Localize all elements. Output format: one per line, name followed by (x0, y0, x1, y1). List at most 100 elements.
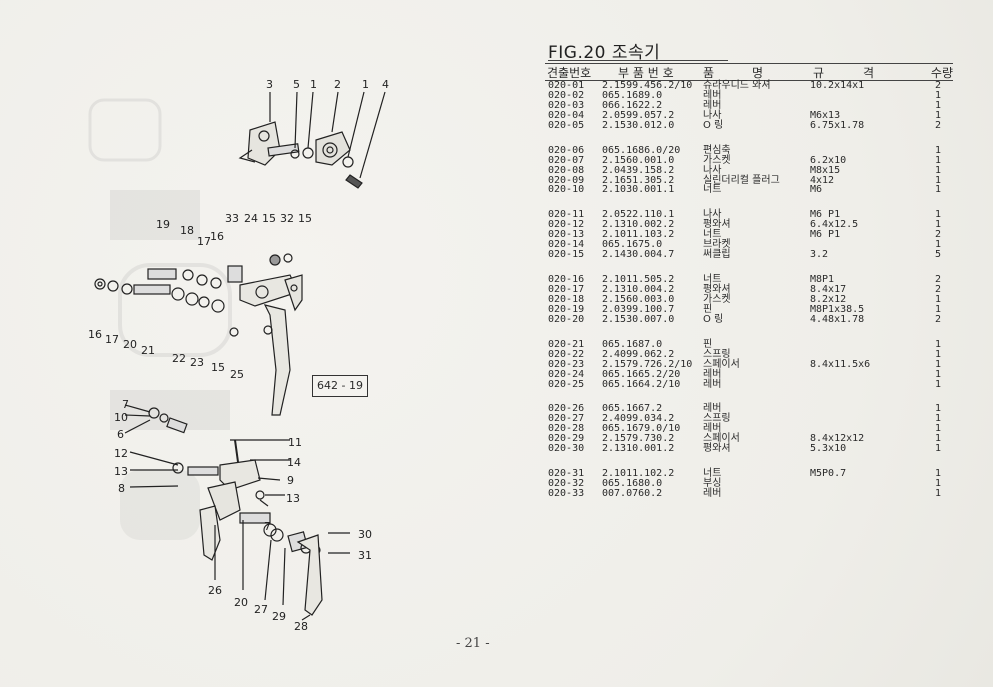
spec-cell: 3.2 (810, 249, 829, 261)
qty-cell: 2 (934, 274, 941, 286)
part-no-cell: 2.1599.456.2/10 (602, 80, 693, 91)
ref-no-cell: 020-21 (548, 338, 585, 350)
part-no-cell: 2.1579.730.2 (602, 433, 675, 445)
ref-no-cell: 020-06 (548, 144, 585, 156)
part-no-cell: 2.0439.158.2 (602, 164, 675, 176)
part-name-cell: 슈라우디드 와셔 (703, 80, 771, 91)
group-spacer (548, 325, 953, 340)
spec-cell: 8.4x12x12 (810, 433, 865, 445)
spec-cell: M8P1x38.5 (810, 303, 865, 315)
ref-no-cell: 020-09 (548, 174, 585, 186)
qty-cell: 1 (934, 358, 941, 370)
part-name-cell: 평와셔 (703, 443, 731, 455)
header-name-1: 품 (703, 66, 715, 80)
part-no-cell: 2.4099.062.2 (602, 348, 675, 360)
ref-no-cell: 020-15 (548, 249, 585, 261)
callout-label: 15 (211, 361, 225, 374)
callout-label: 11 (288, 436, 302, 449)
part-no-cell: 007.0760.2 (602, 488, 663, 499)
group-spacer (548, 260, 953, 275)
group-spacer (548, 454, 953, 469)
title-underline (548, 60, 728, 61)
qty-cell: 1 (934, 468, 941, 480)
part-no-cell: 065.1687.0 (602, 338, 663, 350)
callout-label: 17 (105, 333, 119, 346)
part-name-cell: 편심축 (703, 144, 731, 156)
ref-no-cell: 020-29 (548, 433, 585, 445)
part-name-cell: 핀 (703, 303, 713, 315)
ref-no-cell: 020-20 (548, 313, 585, 325)
callout-label: 2 (334, 78, 341, 91)
callout-label: 8 (118, 482, 125, 495)
part-name-cell: 부싱 (703, 478, 722, 490)
part-no-cell: 066.1622.2 (602, 99, 663, 111)
part-no-cell: 2.1530.007.0 (602, 313, 675, 325)
ref-no-cell: 020-12 (548, 219, 585, 231)
part-no-cell: 2.1530.012.0 (602, 119, 675, 131)
part-name-cell: 가스켓 (703, 154, 731, 166)
qty-cell: 1 (934, 443, 941, 455)
figure-title: FIG.20 조속기 (548, 43, 661, 63)
part-no-cell: 2.1011.103.2 (602, 229, 675, 241)
callout-label: 30 (358, 528, 372, 541)
part-no-cell: 2.4099.034.2 (602, 413, 675, 425)
part-no-cell: 2.1560.003.0 (602, 293, 675, 305)
callout-label: 27 (254, 603, 268, 616)
part-no-cell: 2.1011.102.2 (602, 468, 675, 480)
callout-label: 13 (286, 492, 300, 505)
qty-cell: 1 (934, 378, 941, 390)
ref-no-cell: 020-30 (548, 443, 585, 455)
ref-no-cell: 020-31 (548, 468, 585, 480)
qty-cell: 1 (934, 293, 941, 305)
part-name-cell: 너트 (703, 184, 722, 196)
part-no-cell: 065.1664.2/10 (602, 378, 681, 390)
spec-cell: 6.75x1.78 (810, 119, 865, 131)
spec-cell: M6 P1 (810, 229, 841, 241)
ref-no-cell: 020-32 (548, 478, 585, 490)
part-name-cell: 스프링 (703, 348, 731, 360)
ref-no-cell: 020-27 (548, 413, 585, 425)
qty-cell: 1 (934, 368, 941, 380)
part-name-cell: 나사 (703, 164, 722, 176)
spec-cell: 6.4x12.5 (810, 219, 859, 231)
callout-label: 16 (210, 230, 224, 243)
spec-cell: M5P0.7 (810, 468, 847, 480)
spec-cell: M6 (810, 184, 823, 196)
exploded-parts-diagram (94, 91, 386, 621)
part-name-cell: 평와셔 (703, 284, 731, 295)
ref-no-cell: 020-02 (548, 89, 585, 101)
part-name-cell: 스페이서 (703, 433, 740, 445)
part-no-cell: 2.1560.001.0 (602, 154, 675, 166)
ref-no-cell: 020-16 (548, 274, 585, 286)
qty-cell: 1 (934, 303, 941, 315)
qty-cell: 1 (934, 89, 941, 101)
callout-label: 13 (114, 465, 128, 478)
qty-cell: 5 (934, 249, 941, 261)
callout-label: 24 (244, 212, 258, 225)
spec-cell: 6.2x10 (810, 154, 847, 166)
part-no-cell: 2.1011.505.2 (602, 274, 675, 286)
header-spec-2: 격 (863, 66, 875, 80)
callout-label: 19 (156, 218, 170, 231)
ref-no-cell: 020-33 (548, 488, 585, 499)
qty-cell: 1 (934, 174, 941, 186)
ref-no-cell: 020-05 (548, 119, 585, 131)
qty-cell: 1 (934, 154, 941, 166)
